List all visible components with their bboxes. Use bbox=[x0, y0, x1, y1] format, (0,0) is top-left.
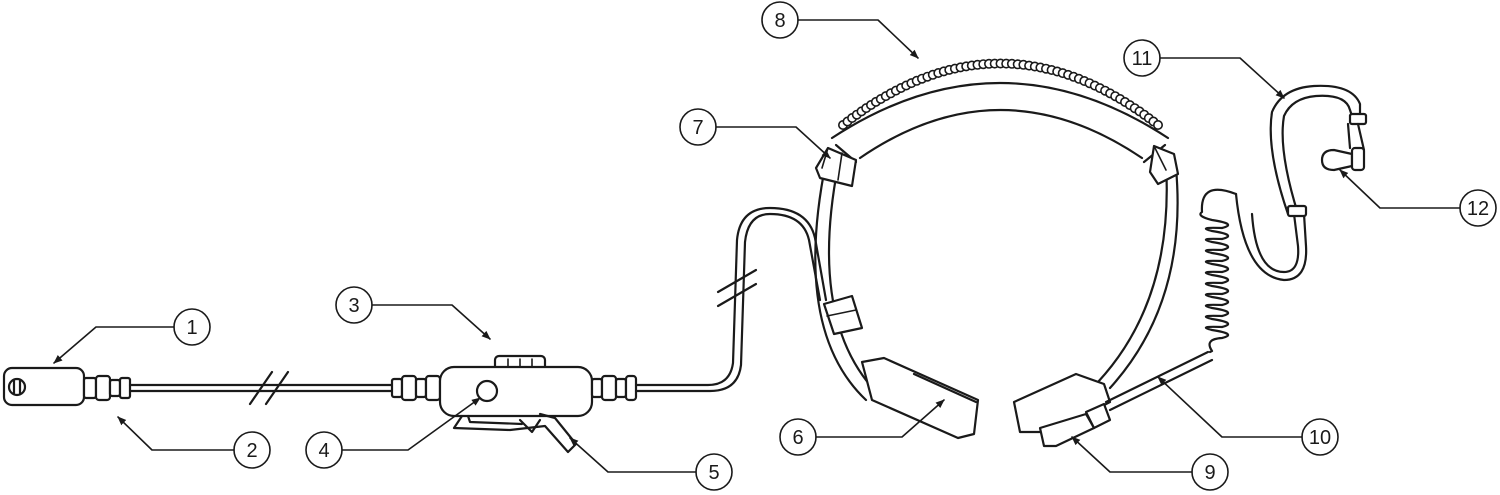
callout-9: 9 bbox=[1191, 453, 1229, 491]
callout-12: 12 bbox=[1459, 189, 1497, 227]
belt-clip bbox=[452, 412, 578, 454]
callout-11: 11 bbox=[1123, 39, 1161, 77]
acoustic-tube bbox=[1104, 188, 1238, 412]
headset-cable bbox=[634, 206, 828, 393]
eartip bbox=[1320, 146, 1366, 172]
callout-1: 1 bbox=[173, 308, 211, 346]
band-sliders bbox=[814, 144, 1180, 336]
callout-1-label: 1 bbox=[186, 317, 197, 339]
main-cable-left bbox=[128, 370, 394, 406]
headband-padding-ridges bbox=[837, 58, 1164, 131]
callout-6: 6 bbox=[779, 418, 817, 456]
callout-3-label: 3 bbox=[348, 295, 359, 317]
callout-4: 4 bbox=[305, 431, 343, 469]
ear-hook bbox=[1234, 84, 1368, 282]
callout-2-label: 2 bbox=[246, 440, 257, 462]
strain-relief bbox=[82, 374, 132, 402]
callout-6-label: 6 bbox=[792, 427, 803, 449]
callout-8-label: 8 bbox=[774, 10, 785, 32]
callout-10-label: 10 bbox=[1309, 427, 1331, 449]
throat-pad-left bbox=[860, 356, 980, 440]
plug-connector bbox=[2, 366, 86, 407]
callout-9-label: 9 bbox=[1204, 462, 1215, 484]
callout-2: 2 bbox=[233, 431, 271, 469]
callout-5-label: 5 bbox=[708, 462, 719, 484]
callout-8: 8 bbox=[761, 1, 799, 39]
callout-7: 7 bbox=[679, 108, 717, 146]
earpiece-housing bbox=[1012, 372, 1112, 448]
headband bbox=[814, 65, 1179, 402]
callout-11-label: 11 bbox=[1132, 48, 1153, 70]
leader-lines bbox=[53, 19, 1461, 473]
ptt-button bbox=[475, 379, 499, 403]
callout-12-label: 12 bbox=[1467, 198, 1489, 220]
ptt-box bbox=[390, 354, 638, 418]
callout-7-label: 7 bbox=[692, 117, 703, 139]
callout-4-label: 4 bbox=[318, 440, 329, 462]
callout-3: 3 bbox=[335, 286, 373, 324]
callout-10: 10 bbox=[1301, 418, 1339, 456]
callout-5: 5 bbox=[695, 453, 733, 491]
